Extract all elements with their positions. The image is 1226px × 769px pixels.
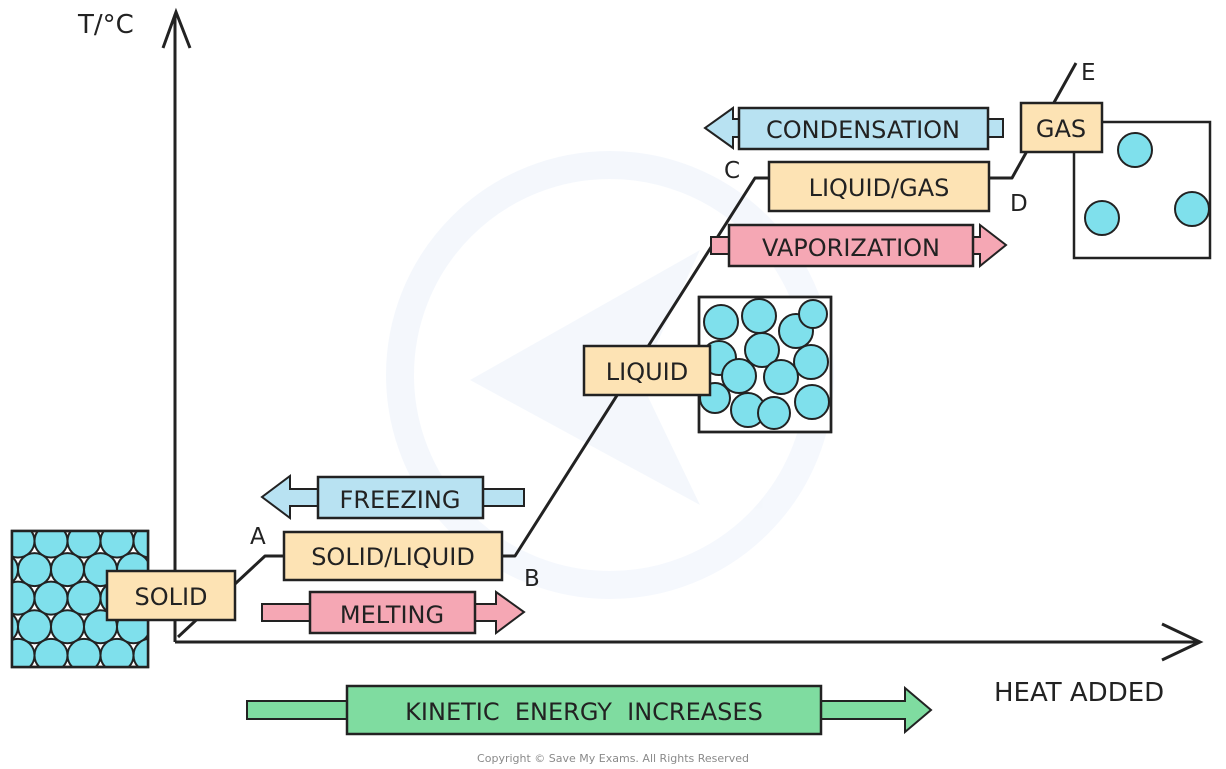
solid-particle [62,666,73,667]
y-axis-label: T/°C [77,10,134,40]
point-b-label: B [524,566,540,592]
solid-particle [12,531,36,559]
solid-particle [66,580,102,616]
point-d-label: D [1010,191,1028,217]
point-e-label: E [1081,60,1096,86]
state-gas-label: GAS [1036,115,1086,143]
melting-label: MELTING [340,601,444,629]
solid-particle [128,666,139,667]
solid-particles-box [0,525,216,700]
solid-particle [50,552,85,588]
vaporization-label: VAPORIZATION [762,234,940,262]
solid-particle [33,531,69,559]
solid-particle [0,639,2,672]
solid-particle [0,667,18,700]
state-solid: SOLID [105,569,237,622]
solid-particle [167,525,200,558]
kinetic-energy-arrow: KINETIC ENERGY INCREASES [246,684,933,736]
solid-particle [12,580,36,616]
solid-particle [132,637,148,667]
state-liquid-label: LIQUID [606,358,688,386]
axes: T/°C HEAT ADDED [77,7,1204,708]
state-solid-liquid-label: SOLID/LIQUID [311,543,475,571]
copyright-notice: Copyright © Save My Exams. All Rights Re… [477,752,749,765]
solid-particle [0,582,2,615]
solid-particle [33,580,69,616]
solid-particle [50,609,85,645]
freezing-arrow: FREEZING [260,474,525,520]
solid-particle [183,667,216,700]
point-c-label: C [724,158,740,184]
condensation-arrow: CONDENSATION [703,106,1004,151]
kinetic-energy-label: KINETIC ENERGY INCREASES [405,698,763,726]
x-axis-label: HEAT ADDED [994,678,1164,708]
liquid-particles-box [697,295,833,434]
state-liquid-gas: LIQUID/GAS [767,160,991,213]
condensation-label: CONDENSATION [766,116,960,144]
state-solid-liquid: SOLID/LIQUID [282,530,504,582]
solid-particle [167,639,200,672]
y-axis-arrowhead [161,7,192,49]
solid-particle [95,666,106,667]
solid-particle [17,609,52,645]
solid-particle [0,525,2,558]
x-axis-arrowhead [1161,622,1204,662]
melting-arrow: MELTING [261,590,526,635]
state-liquid: LIQUID [582,344,712,397]
solid-particle [99,531,135,559]
solid-particle [66,531,102,559]
point-a-label: A [250,524,266,550]
solid-particle [132,531,148,559]
freezing-label: FREEZING [340,486,461,514]
solid-particle [17,552,52,588]
vaporization-arrow: VAPORIZATION [710,222,1008,269]
solid-particle [150,667,183,700]
state-liquid-gas-label: LIQUID/GAS [809,174,950,202]
state-gas: GAS [1019,101,1104,154]
solid-particle [29,666,40,667]
state-solid-label: SOLID [134,583,207,611]
